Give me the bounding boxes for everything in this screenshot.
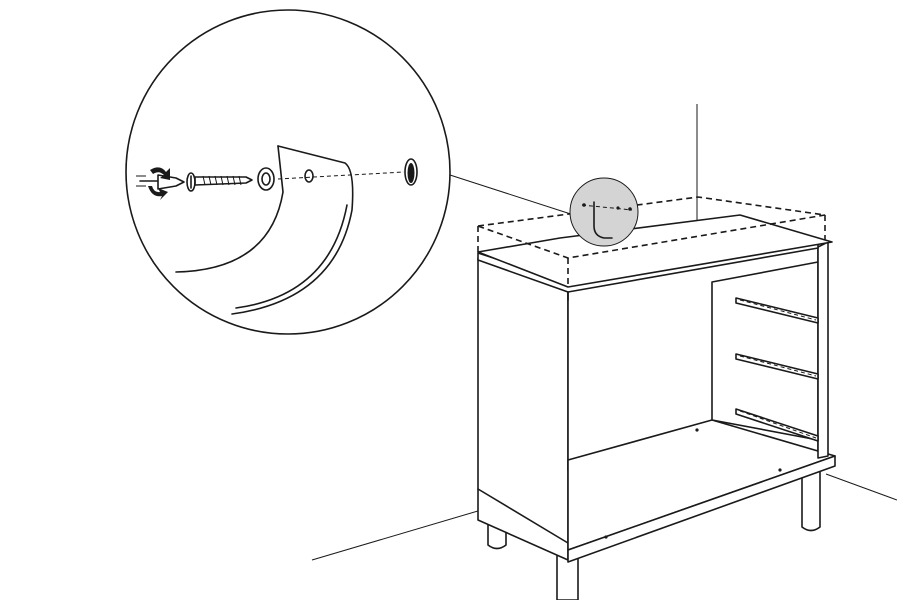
shelf-rail-icon <box>735 297 819 324</box>
floor-line-right <box>825 473 897 501</box>
shelf-hole <box>778 468 782 472</box>
washer-icon <box>257 167 275 191</box>
plinth-edge <box>477 488 569 544</box>
room-lines <box>311 104 897 561</box>
screw-path <box>581 204 633 211</box>
floor-line-left <box>311 507 489 561</box>
leg-back-right <box>801 469 821 532</box>
wall-hole-icon <box>628 207 632 211</box>
shelf-rail-icon <box>735 353 819 380</box>
worktop-outline <box>477 196 826 287</box>
detail-zoom <box>125 9 451 335</box>
assembly-line <box>277 171 405 180</box>
zoom-circle <box>125 9 451 335</box>
cabinet <box>477 177 836 600</box>
shelf-rails <box>735 297 819 442</box>
zoom-leader-line <box>449 174 581 218</box>
shelf-hole <box>695 428 699 432</box>
cabinet-top <box>477 214 833 288</box>
rotate-clockwise-icon <box>136 167 185 200</box>
screw-icon <box>582 203 586 207</box>
bracket-icon <box>593 201 613 239</box>
side-panel-left <box>477 257 569 561</box>
shelf-hole <box>604 535 608 539</box>
screw-icon <box>186 172 253 192</box>
side-panel-right <box>817 241 829 459</box>
bracket-hole <box>304 169 314 183</box>
wall-hole-icon <box>404 158 418 186</box>
shelf-rail-icon <box>735 408 819 442</box>
washer-icon <box>616 206 620 210</box>
inner-side-right <box>711 261 819 441</box>
highlight-bracket-area <box>569 177 639 247</box>
bottom-shelf-edge <box>567 455 836 563</box>
bracket-icon <box>175 145 354 315</box>
highlight-circle <box>569 177 639 247</box>
